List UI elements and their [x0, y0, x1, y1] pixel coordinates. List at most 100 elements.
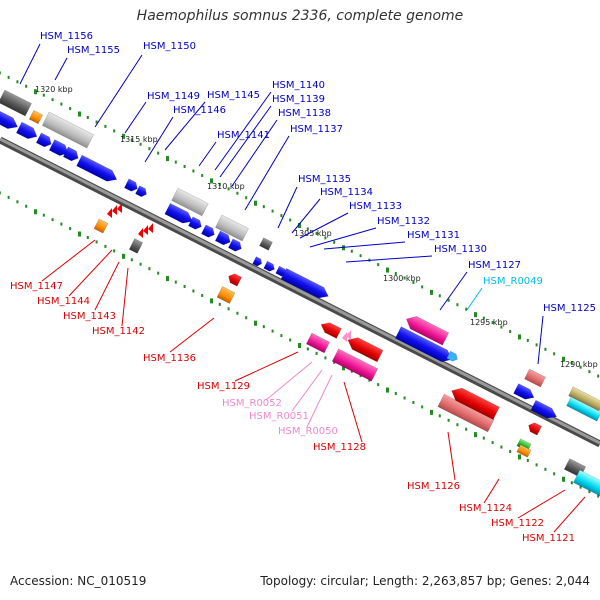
tick-mark: [482, 316, 485, 320]
tick-mark: [491, 441, 494, 445]
tick-mark: [315, 351, 318, 355]
tick-mark: [218, 302, 221, 306]
tick-mark: [306, 347, 309, 351]
gene-block: [259, 237, 273, 251]
tick-mark: [34, 209, 37, 215]
tick-mark: [535, 463, 538, 467]
gene-label: HSM_1138: [278, 108, 331, 119]
tick-mark: [456, 303, 459, 307]
tick-mark: [34, 89, 37, 95]
tick-mark: [518, 454, 521, 460]
gene-block: [76, 154, 118, 182]
callout-line: [537, 315, 544, 365]
kbp-mark: 1300 kbp: [383, 274, 421, 283]
tick-mark: [201, 293, 204, 297]
callout-line: [553, 496, 586, 533]
tick-mark: [86, 115, 89, 119]
tick-mark: [148, 267, 151, 271]
gene-block: [28, 109, 44, 125]
kbp-mark: 1295 kbp: [470, 318, 508, 327]
gene-block: [135, 185, 147, 197]
gene-block: [528, 422, 542, 436]
gene-label: HSM_1122: [491, 518, 544, 529]
tick-mark: [509, 329, 512, 333]
tick-mark: [535, 343, 538, 347]
gene-label: HSM_1139: [272, 94, 325, 105]
tick-mark: [306, 227, 309, 231]
callout-line: [219, 105, 272, 178]
tick-mark: [350, 369, 353, 373]
tick-mark: [122, 133, 125, 139]
gene-block: [164, 202, 193, 224]
forward-gene-labels: HSM_1156 HSM_1155 HSM_1150 HSM_1149 HSM_…: [40, 31, 596, 314]
tick-mark: [254, 200, 257, 206]
kbp-mark: 1310 kbp: [207, 182, 245, 191]
gene-label: HSM_1126: [407, 481, 460, 492]
gene-label: HSM_1135: [298, 174, 351, 185]
tick-mark: [227, 187, 230, 191]
callout-line: [231, 119, 278, 187]
tick-mark: [544, 347, 547, 351]
gene-label: HSM_1131: [407, 230, 460, 241]
gene-label: HSM_1136: [143, 353, 196, 364]
tick-mark: [201, 173, 204, 177]
gene-label: HSM_1149: [147, 91, 200, 102]
tick-mark: [570, 481, 573, 485]
tick-mark: [166, 276, 169, 282]
gene-block: [524, 368, 546, 388]
tick-mark: [210, 178, 213, 184]
tick-mark: [359, 254, 362, 258]
callout-line: [41, 239, 96, 282]
callout-line: [234, 351, 299, 382]
tick-mark: [16, 80, 19, 84]
gene-block: [188, 216, 202, 230]
callout-line: [164, 101, 206, 151]
tick-mark: [386, 387, 389, 393]
tick-mark: [447, 298, 450, 302]
tick-mark: [412, 400, 415, 404]
callout-line: [277, 186, 298, 229]
tick-mark: [465, 307, 468, 311]
gene-features: [0, 89, 600, 497]
gene-label: HSM_1133: [349, 201, 402, 212]
callout-line: [309, 227, 377, 248]
tick-mark: [597, 494, 600, 498]
kbp-mark: 1315 kbp: [120, 135, 158, 144]
tick-mark: [122, 253, 125, 259]
gene-arrowhead: [346, 330, 351, 340]
tick-mark: [368, 378, 371, 382]
tick-mark: [526, 338, 529, 342]
tick-mark: [474, 432, 477, 438]
tick-mark: [42, 93, 45, 97]
callout-line: [169, 317, 215, 353]
gene-block: [48, 139, 69, 156]
tick-mark: [280, 214, 283, 218]
callout-line: [94, 261, 120, 311]
tick-mark: [227, 307, 230, 311]
tick-mark: [148, 147, 151, 151]
gene-arrowhead: [112, 205, 117, 215]
tick-mark: [139, 142, 142, 146]
gene-label: HSM_1143: [63, 311, 116, 322]
tick-mark: [192, 169, 195, 173]
gene-arrowhead: [143, 225, 148, 235]
gene-block: [35, 132, 52, 148]
tick-mark: [412, 280, 415, 284]
callout-line: [94, 54, 143, 128]
tick-mark: [289, 338, 292, 342]
gene-label: HSM_1146: [173, 105, 226, 116]
backbone: [0, 136, 600, 448]
gene-block: [394, 326, 453, 363]
tick-mark: [403, 276, 406, 280]
tick-mark: [474, 312, 477, 318]
tick-mark: [0, 191, 1, 195]
tick-mark: [25, 84, 28, 88]
tick-mark: [359, 374, 362, 378]
callout-line: [291, 198, 321, 234]
tick-mark: [236, 311, 239, 315]
tick-mark: [174, 160, 177, 164]
tick-mark: [25, 204, 28, 208]
gene-block: [41, 111, 95, 149]
tick-mark: [447, 418, 450, 422]
